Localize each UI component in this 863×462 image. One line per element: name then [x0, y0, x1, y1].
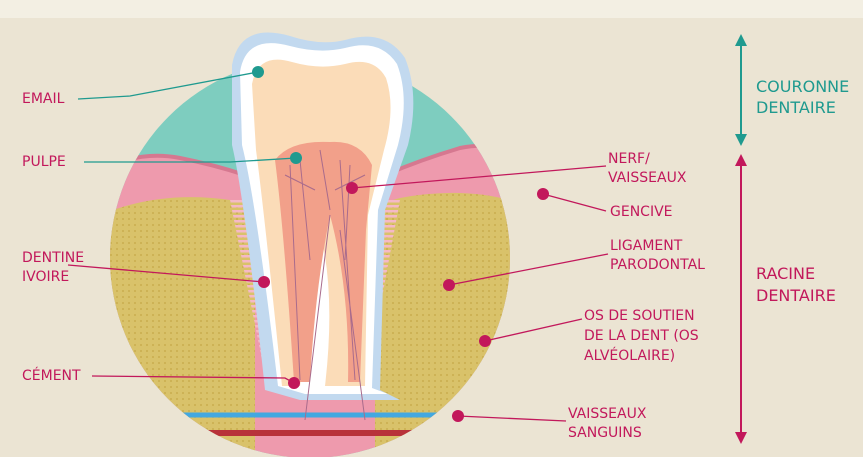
- dentine-label-1: DENTINE: [22, 250, 84, 266]
- ligament-label-2: PARODONTAL: [610, 257, 705, 273]
- nerf-label-2: VAISSEAUX: [608, 170, 687, 186]
- cement-dot: [288, 377, 300, 389]
- crown-section-label-1: COURONNE: [756, 77, 849, 96]
- os-label-2: DE LA DENT (OS: [584, 328, 699, 344]
- nerf-label-1: NERF/: [608, 151, 650, 167]
- cement-label: CÉMENT: [22, 367, 81, 384]
- pulpe-label: PULPE: [22, 154, 66, 170]
- os-label-1: OS DE SOUTIEN: [584, 308, 695, 324]
- nerf-dot: [346, 182, 358, 194]
- dentine-dot: [258, 276, 270, 288]
- email-label: EMAIL: [22, 91, 65, 107]
- vaisseaux-dot: [452, 410, 464, 422]
- top-band: [0, 0, 863, 18]
- ligament-label-1: LIGAMENT: [610, 238, 683, 254]
- root-section-label-1: RACINE: [756, 264, 815, 283]
- email-dot: [252, 66, 264, 78]
- vaisseaux-label-1: VAISSEAUX: [568, 406, 647, 422]
- dentine-label-2: IVOIRE: [22, 269, 69, 285]
- os-label-3: ALVÉOLAIRE): [584, 347, 675, 364]
- root-section-label-2: DENTAIRE: [756, 286, 836, 305]
- os-dot: [479, 335, 491, 347]
- crown-section-label-2: DENTAIRE: [756, 98, 836, 117]
- gencive-label: GENCIVE: [610, 204, 673, 220]
- pulpe-dot: [290, 152, 302, 164]
- gencive-dot: [537, 188, 549, 200]
- ligament-dot: [443, 279, 455, 291]
- vaisseaux-label-2: SANGUINS: [568, 425, 642, 441]
